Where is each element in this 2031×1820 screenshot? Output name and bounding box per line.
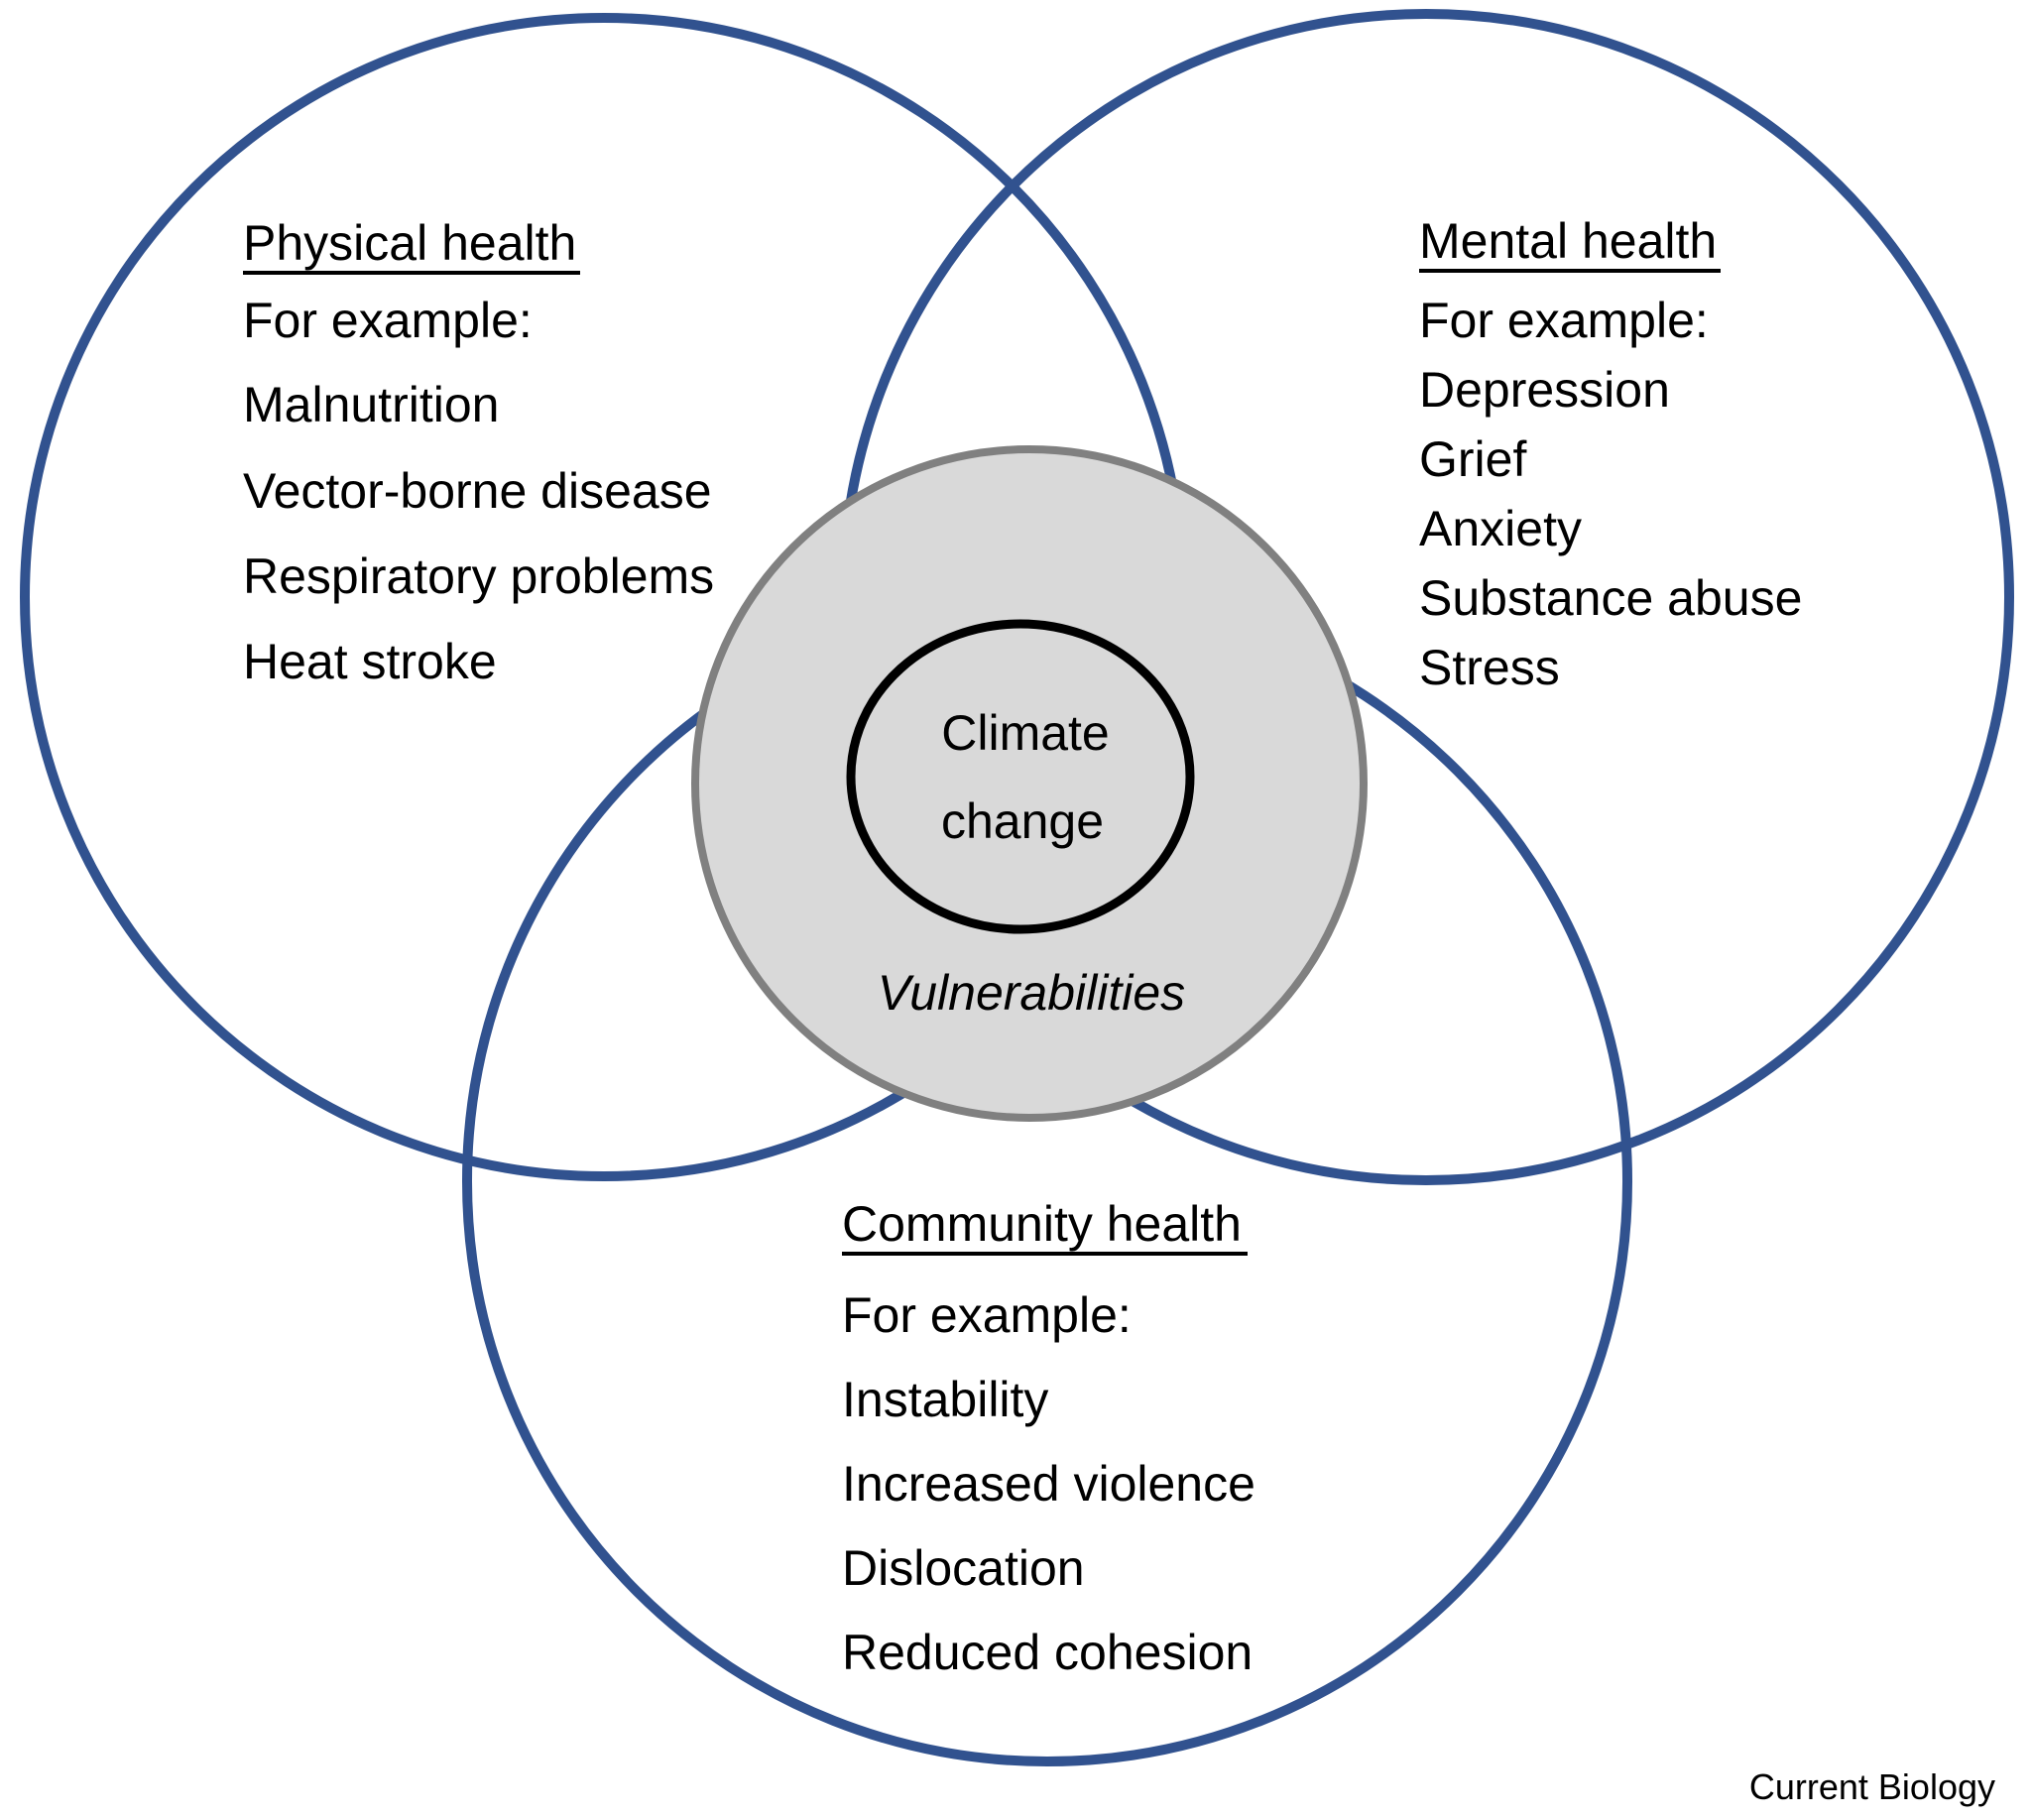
- climate-change-ellipse: [846, 619, 1195, 934]
- community-health-item: Reduced cohesion: [842, 1625, 1253, 1680]
- community-health-item: Dislocation: [842, 1540, 1085, 1596]
- community-health-block: Community health For example: Instabilit…: [842, 1196, 1255, 1680]
- physical-health-item: Respiratory problems: [243, 548, 714, 604]
- mental-health-item: Depression: [1419, 362, 1670, 418]
- community-health-item: Increased violence: [842, 1456, 1255, 1512]
- physical-health-title: Physical health: [243, 215, 576, 271]
- climate-label-line2: change: [941, 793, 1104, 849]
- mental-health-intro: For example:: [1419, 293, 1709, 348]
- climate-label-line1: Climate: [941, 705, 1109, 761]
- mental-health-block: Mental health For example: Depression Gr…: [1419, 213, 1802, 695]
- physical-health-item: Malnutrition: [243, 377, 499, 432]
- vulnerabilities-circle: [691, 445, 1368, 1122]
- physical-health-item: Vector-borne disease: [243, 463, 712, 519]
- mental-health-item: Stress: [1419, 640, 1560, 695]
- mental-health-title: Mental health: [1419, 213, 1717, 269]
- physical-health-item: Heat stroke: [243, 634, 497, 689]
- community-health-title: Community health: [842, 1196, 1242, 1252]
- physical-health-intro: For example:: [243, 293, 533, 348]
- community-health-intro: For example:: [842, 1287, 1132, 1343]
- community-health-item: Instability: [842, 1372, 1048, 1427]
- mental-health-item: Grief: [1419, 431, 1526, 487]
- physical-health-block: Physical health For example: Malnutritio…: [243, 215, 714, 689]
- journal-credit: Current Biology: [1749, 1766, 1995, 1807]
- mental-health-item: Anxiety: [1419, 501, 1582, 556]
- vulnerabilities-label: Vulnerabilities: [878, 965, 1185, 1021]
- mental-health-item: Substance abuse: [1419, 570, 1802, 626]
